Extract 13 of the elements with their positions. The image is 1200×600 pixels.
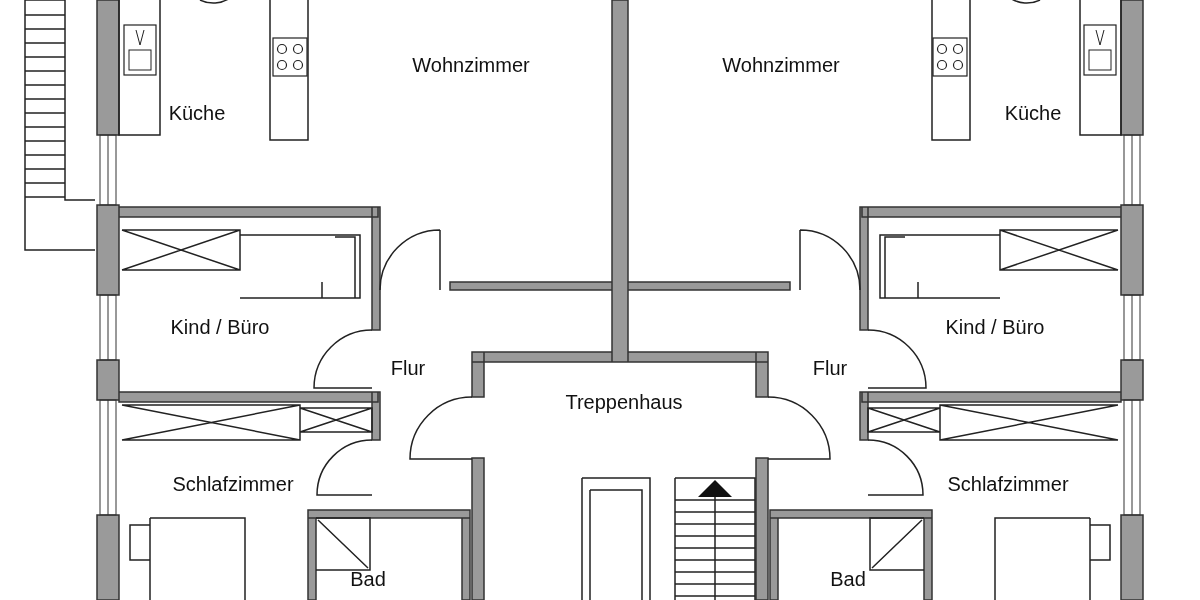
room-label: Wohnzimmer [412,53,530,77]
room-label: Schlafzimmer [172,472,294,496]
room-label: Kind / Büro [170,315,270,339]
room-label: Bad [350,567,386,591]
room-label: Küche [1004,101,1062,125]
room-label: Treppenhaus [565,390,683,414]
room-label: Kind / Büro [945,315,1045,339]
room-label: Flur [390,356,426,380]
room-label: Bad [830,567,866,591]
room-label: Flur [812,356,848,380]
room-label: Schlafzimmer [947,472,1069,496]
room-label: Küche [168,101,226,125]
room-label: Wohnzimmer [722,53,840,77]
